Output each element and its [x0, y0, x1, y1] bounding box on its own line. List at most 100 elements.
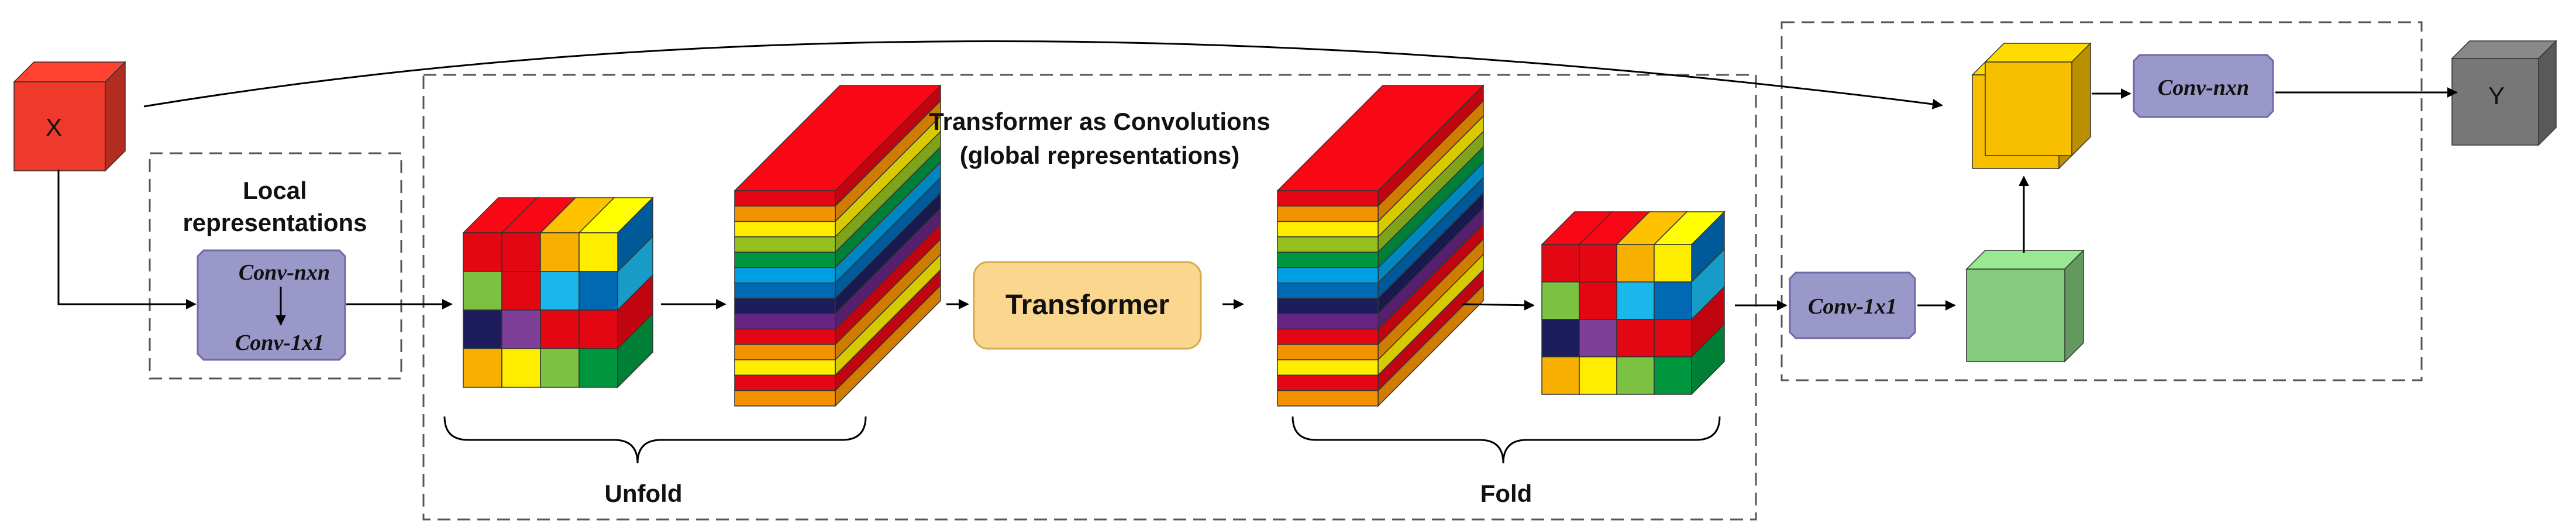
stack-front-stripe: [734, 298, 836, 315]
global-title-line2: (global representations): [960, 142, 1239, 169]
local-representations-region: [149, 152, 402, 380]
grid-front-cell: [1616, 281, 1655, 320]
fusion-conv-1x1-block: Conv-1x1: [1789, 271, 1916, 339]
grid-front-cell: [1654, 319, 1692, 357]
output-label: Y: [2488, 82, 2505, 109]
cube-top-face: [1965, 250, 2085, 270]
transformer-label: Transformer: [1005, 290, 1169, 321]
cube-front-face: [13, 81, 106, 171]
grid-front-cell: [1654, 356, 1692, 395]
transformer-block: Transformer: [973, 261, 1202, 350]
connections: [57, 40, 2458, 311]
fusion-output-cube: [1965, 249, 2085, 363]
cube-side-face: [105, 61, 126, 172]
local-title-line1: Local: [243, 177, 307, 204]
fold-brace: [1292, 416, 1721, 464]
global-title-line1: Transformer as Convolutions: [929, 108, 1270, 135]
cube-side-face: [2538, 40, 2557, 146]
grid-front-cell: [1616, 356, 1655, 395]
stack-front-stripe: [734, 221, 836, 238]
grid-front-cell: [463, 232, 502, 272]
stack-front-stripe: [734, 390, 836, 407]
stack-front-stripe: [1277, 328, 1379, 345]
cube-front-face: [1966, 269, 2065, 362]
stack-front-stripe: [734, 282, 836, 299]
stack-front-stripe: [1277, 252, 1379, 269]
local-conv-block: Conv-nxn Conv-1x1: [197, 249, 346, 361]
grid-front-cell: [578, 309, 618, 349]
grid-front-cell: [578, 348, 618, 388]
local-title-line2: representations: [182, 209, 367, 236]
fusion-conv-nxn-label: Conv-nxn: [2158, 75, 2249, 100]
cube-front-face: [2451, 58, 2539, 146]
stack-front-stripe: [1277, 236, 1379, 253]
grid-front-cell: [1579, 356, 1617, 395]
fusion-concat-cube: [1971, 42, 2092, 170]
local-conv-1x1-label: Conv-1x1: [235, 331, 324, 355]
stack-front-stripe: [734, 359, 836, 376]
grid-front-cell: [540, 271, 580, 311]
grid-front-cell: [1579, 281, 1617, 320]
stack-front-stripe: [1277, 313, 1379, 330]
stack-front-stripe: [1277, 359, 1379, 376]
stack-front-stripe: [734, 267, 836, 284]
folded-patches-stack: [1276, 84, 1485, 407]
stack-front-stripe: [1277, 298, 1379, 315]
fold-to-grid-arrow: [1462, 300, 1535, 311]
grid-front-cell: [1616, 319, 1655, 357]
grid-front-cell: [540, 232, 580, 272]
unfold-brace: [443, 416, 867, 464]
unfold-input-grid-cube: [462, 197, 654, 388]
stack-front-stripe: [734, 205, 836, 222]
stack-front-stripe: [734, 328, 836, 345]
grid-front-cell: [578, 271, 618, 311]
fusion-conv-nxn-block: Conv-nxn: [2133, 54, 2274, 118]
grid-front-cell: [1654, 281, 1692, 320]
local-conv-nxn-label: Conv-nxn: [239, 260, 330, 285]
stack-front-stripe: [734, 252, 836, 269]
stack-front-stripe: [1277, 205, 1379, 222]
grid-front-cell: [1579, 319, 1617, 357]
stack-front-stripe: [734, 374, 836, 391]
input-label: X: [46, 113, 62, 141]
stack-front-stripe: [1277, 282, 1379, 299]
fusion-conv-1x1-label: Conv-1x1: [1808, 294, 1897, 319]
unfolded-patches-stack: [733, 84, 942, 407]
fold-label: Fold: [1480, 480, 1532, 507]
grid-front-cell: [463, 271, 502, 311]
grid-front-cell: [463, 348, 502, 388]
stack-front-stripe: [734, 236, 836, 253]
stack-front-stripe: [734, 313, 836, 330]
fusion-region: [1781, 21, 2423, 381]
grid-front-cell: [1579, 244, 1617, 283]
input-to-local-arrow: [57, 170, 197, 309]
grid-front-cell: [540, 348, 580, 388]
grid-front-cell: [501, 271, 541, 311]
unfold-label: Unfold: [605, 480, 683, 507]
cube-side-face: [2071, 42, 2091, 157]
stack-front-stripe: [1277, 390, 1379, 407]
cube-side-face: [2064, 249, 2084, 363]
stack-front-stripe: [1277, 190, 1379, 207]
stack-front-stripe: [734, 344, 836, 360]
grid-front-cell: [1616, 244, 1655, 283]
grid-front-cell: [1541, 244, 1580, 283]
input-cube-x: [13, 61, 126, 172]
grid-front-cell: [1541, 356, 1580, 395]
fold-output-grid-cube: [1541, 211, 1726, 395]
grid-front-cell: [1541, 319, 1580, 357]
grid-front-cell: [540, 309, 580, 349]
cube-top-face: [2451, 40, 2557, 59]
global-representations-region: [422, 74, 1757, 521]
output-cube-y: [2451, 40, 2557, 146]
grid-front-cell: [501, 348, 541, 388]
grid-front-cell: [501, 309, 541, 349]
grid-front-cell: [1654, 244, 1692, 283]
grid-front-cell: [1541, 281, 1580, 320]
stack-front-stripe: [1277, 344, 1379, 360]
cube-front-face: [1985, 61, 2072, 156]
stack-front-stripe: [1277, 221, 1379, 238]
stack-front-stripe: [734, 190, 836, 207]
stack-front-stripe: [1277, 374, 1379, 391]
